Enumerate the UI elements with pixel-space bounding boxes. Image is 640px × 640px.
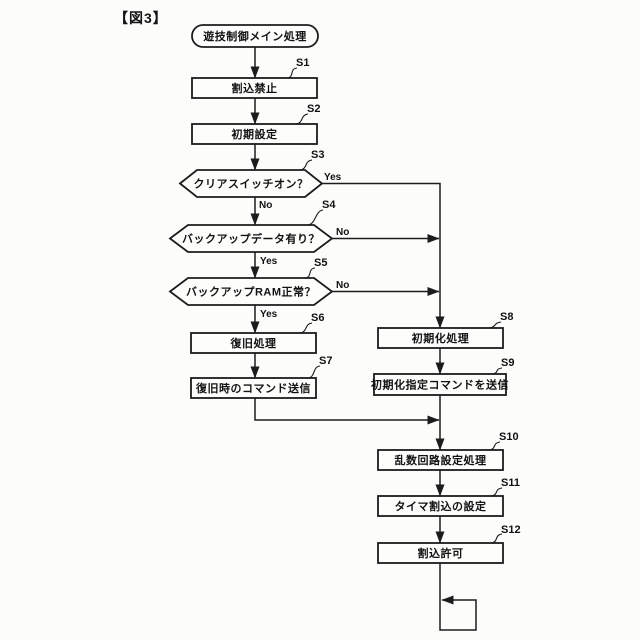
process-shape-s6 — [190, 332, 317, 354]
terminal-shape-start — [191, 24, 319, 48]
node-label-s12: 割込許可 — [418, 546, 464, 560]
step-label-s3: S3 — [311, 149, 324, 161]
step-leader-s2 — [295, 113, 309, 125]
step-leader-s5 — [304, 267, 316, 279]
step-leader-s6 — [299, 322, 313, 334]
flow-node-s1: 割込禁止 S1 — [191, 57, 318, 99]
step-label-s12: S12 — [501, 524, 521, 536]
edge-s3-yes-to-s8 — [322, 182, 445, 329]
step-label-s2: S2 — [307, 103, 320, 115]
node-label-s1: 割込禁止 — [232, 81, 278, 95]
decision-shape-s5 — [168, 277, 334, 306]
figure-title: 【図3】 — [114, 10, 168, 26]
step-label-s10: S10 — [499, 431, 519, 443]
process-shape-s2 — [191, 123, 318, 145]
branch-label-s5-yes: Yes — [260, 309, 278, 320]
node-label-s3: クリアスイッチオン？ — [194, 178, 309, 191]
process-shape-s8 — [377, 327, 504, 349]
flow-node-s9: 初期化指定コマンドを送信 S9 — [371, 357, 514, 396]
step-label-s6: S6 — [311, 312, 324, 324]
node-label-s8: 初期化処理 — [412, 331, 470, 345]
flow-node-s4: バックアップデータ有り？ S4 — [168, 199, 336, 253]
flow-node-s12: 割込許可 S12 — [377, 524, 521, 564]
node-label-s5: バックアップRAM正常？ — [186, 285, 316, 299]
node-label-s6: 復旧処理 — [230, 336, 277, 350]
process-shape-s1 — [191, 77, 318, 99]
step-label-s9: S9 — [501, 357, 514, 369]
step-label-s8: S8 — [500, 311, 513, 323]
flow-node-s8: 初期化処理 S8 — [377, 311, 513, 349]
branch-label-s4-no: No — [336, 227, 349, 238]
node-label-s4: バックアップデータ有り？ — [182, 232, 320, 246]
flow-node-s3: クリアスイッチオン？ S3 — [178, 149, 324, 198]
step-leader-s7 — [307, 365, 321, 379]
step-leader-s1 — [286, 67, 298, 79]
branch-label-s3-yes: Yes — [324, 172, 342, 183]
process-shape-s7 — [190, 377, 317, 399]
flow-node-s11: タイマ割込の設定 S11 — [377, 477, 520, 517]
edge-s7-to-merge — [254, 398, 440, 425]
node-label-s2: 初期設定 — [232, 127, 278, 141]
step-leader-s3 — [299, 159, 313, 171]
step-label-s5: S5 — [314, 257, 327, 269]
step-leader-s4 — [307, 209, 324, 226]
flow-node-s5: バックアップRAM正常？ S5 — [168, 257, 334, 306]
node-label-s9: 初期化指定コマンドを送信 — [371, 378, 509, 392]
flow-node-s2: 初期設定 S2 — [191, 103, 320, 145]
edge-s12-to-loop — [439, 563, 477, 631]
step-label-s11: S11 — [501, 477, 520, 489]
step-leader-s10 — [488, 441, 501, 451]
step-label-s1: S1 — [296, 57, 309, 69]
decision-shape-s3 — [178, 169, 324, 198]
branch-label-s4-yes: Yes — [260, 256, 278, 267]
process-shape-s12 — [377, 542, 504, 564]
process-shape-s11 — [377, 495, 504, 517]
step-label-s7: S7 — [319, 355, 332, 367]
branch-label-s5-no: No — [336, 280, 349, 291]
node-label-s10: 乱数回路設定処理 — [395, 453, 487, 467]
process-shape-s10 — [377, 449, 504, 471]
step-label-s4: S4 — [322, 199, 336, 211]
flow-node-start: 遊技制御メイン処理 — [191, 24, 319, 48]
flow-node-s10: 乱数回路設定処理 S10 — [377, 431, 519, 471]
flow-node-s6: 復旧処理 S6 — [190, 312, 324, 354]
process-shape-s9 — [373, 373, 507, 396]
branch-label-s3-no: No — [259, 200, 272, 211]
node-label-s7: 復旧時のコマンド送信 — [195, 381, 311, 395]
node-label-start: 遊技制御メイン処理 — [203, 29, 307, 43]
flow-node-s7: 復旧時のコマンド送信 S7 — [190, 355, 332, 399]
node-label-s11: タイマ割込の設定 — [395, 499, 487, 513]
decision-shape-s4 — [168, 224, 334, 253]
step-leader-s11 — [490, 487, 503, 497]
